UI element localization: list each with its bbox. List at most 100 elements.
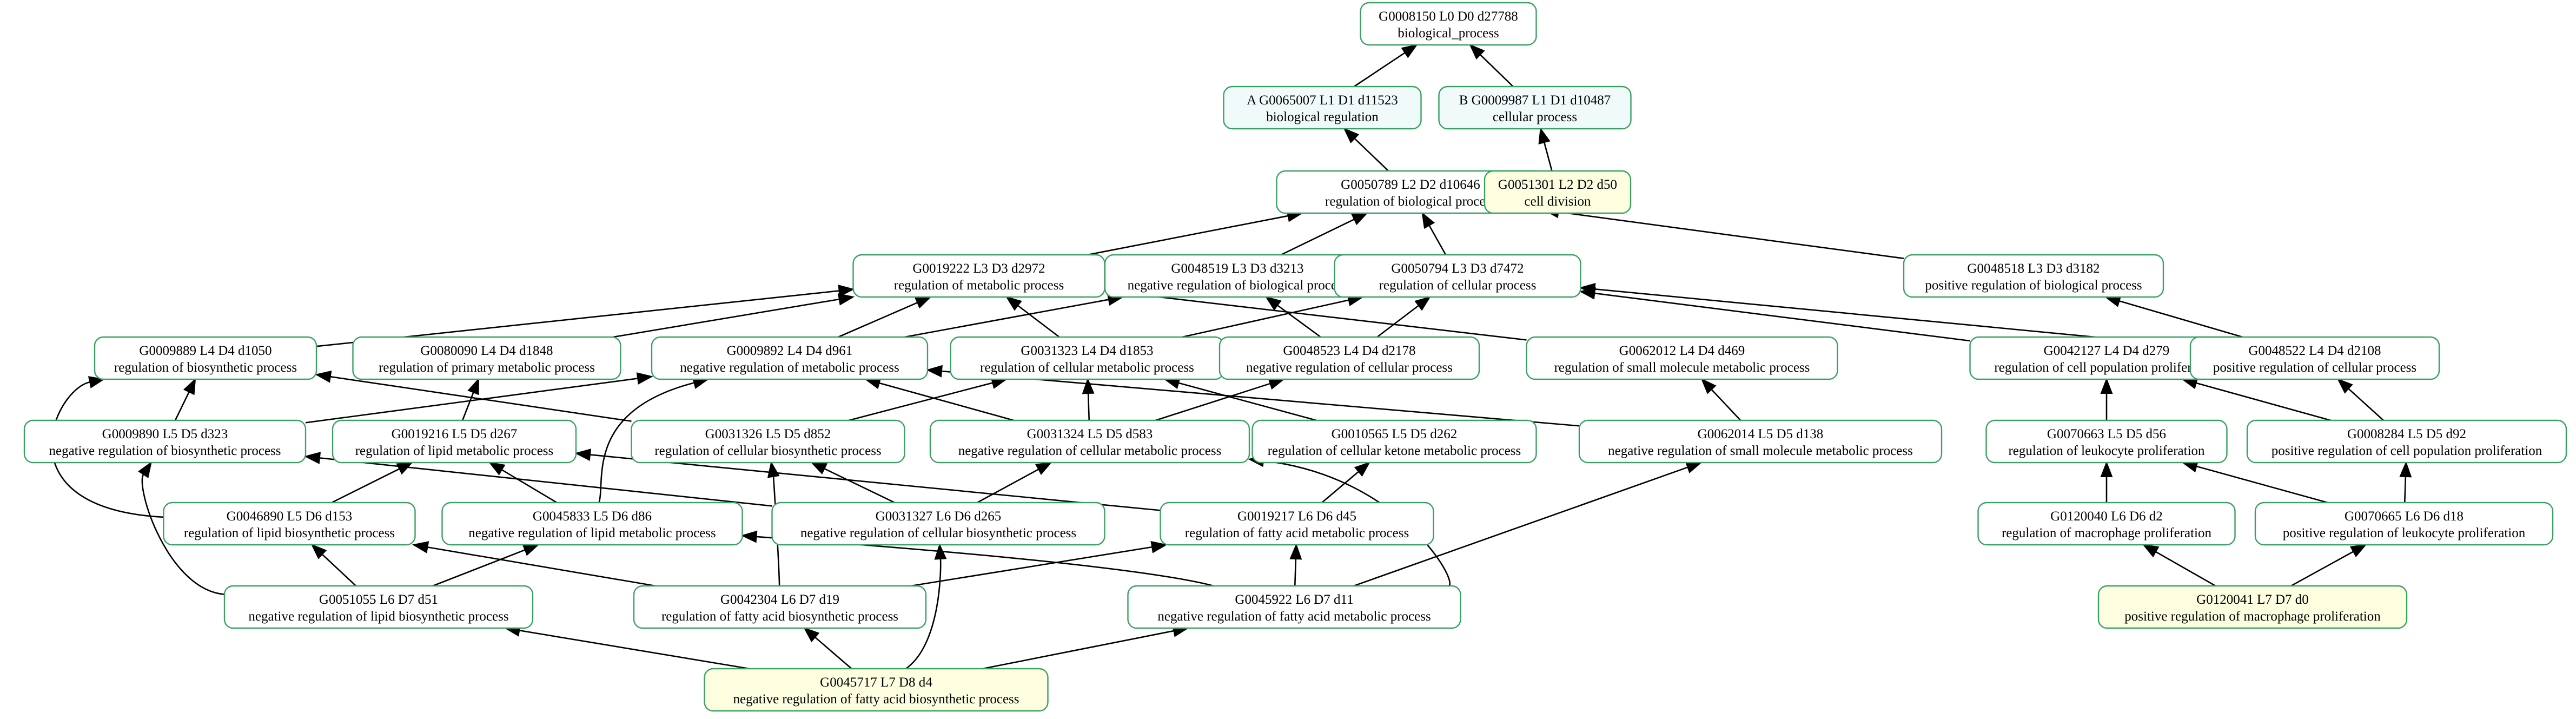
edge-line	[432, 549, 526, 587]
node-box[interactable]	[631, 419, 905, 464]
node-id-label: G0048518 L3 D3 d3182	[1967, 261, 2100, 276]
edge-line	[1277, 305, 1321, 338]
node-box[interactable]	[2254, 502, 2554, 546]
node-id-label: G0009892 L4 D4 d961	[727, 344, 853, 358]
node-id-label: G0048523 L4 D4 d2178	[1283, 344, 1415, 358]
node-box[interactable]	[1985, 419, 2228, 464]
node-box[interactable]	[1160, 502, 1434, 546]
edge-line	[1544, 142, 1553, 171]
node-box[interactable]	[1223, 85, 1422, 130]
node-box[interactable]	[2246, 419, 2567, 464]
node-box[interactable]	[2097, 585, 2408, 629]
node-box[interactable]	[1334, 254, 1581, 298]
node-box[interactable]	[332, 419, 577, 464]
node-box[interactable]	[1526, 336, 1838, 380]
node-box[interactable]	[1360, 2, 1537, 46]
edge-line	[1353, 466, 1688, 587]
edge-n62014-to-n9892	[926, 365, 1580, 427]
node-box[interactable]	[1977, 502, 2236, 546]
edge-n45717-to-n45922	[982, 625, 1189, 670]
node-box[interactable]	[23, 419, 307, 464]
node-box[interactable]	[929, 419, 1250, 464]
node-term-label: regulation of cellular metabolic process	[980, 360, 1194, 375]
node-box[interactable]	[651, 336, 929, 380]
edge-line	[910, 546, 1153, 587]
arrowhead	[467, 378, 479, 395]
arrowhead	[1414, 296, 1431, 311]
arrowhead	[1264, 296, 1282, 311]
node-box[interactable]	[352, 336, 621, 380]
edge-n10565-to-n31323	[1163, 377, 1317, 421]
node-id-label: G0009889 L4 D4 d1050	[139, 344, 271, 358]
node-box[interactable]	[1578, 419, 1943, 464]
edge-line	[598, 382, 694, 503]
edge-line	[330, 375, 632, 422]
edge-n50794-to-n50789	[1421, 212, 1447, 255]
edge-n120041-to-n70665	[2290, 544, 2367, 587]
node-box[interactable]	[94, 336, 317, 380]
edge-n45717-to-n31327	[905, 543, 947, 670]
node-box[interactable]	[633, 585, 927, 629]
edge-n19222-to-n50789	[1087, 209, 1303, 256]
node-box[interactable]	[1219, 336, 1480, 380]
arrowhead	[522, 544, 540, 556]
node-box[interactable]	[1903, 254, 2164, 298]
node-box[interactable]	[1127, 585, 1461, 629]
node-box[interactable]	[704, 668, 1049, 712]
edge-line	[1376, 305, 1419, 338]
arrowhead	[1469, 44, 1485, 60]
node-box[interactable]	[163, 502, 416, 546]
node-term-label: regulation of primary metabolic process	[379, 360, 595, 375]
node-box[interactable]	[771, 502, 1105, 546]
node-box[interactable]	[1484, 170, 1632, 214]
node-term-label: negative regulation of cellular metaboli…	[958, 444, 1222, 458]
node-term-label: regulation of leukocyte proliferation	[2008, 444, 2205, 458]
edge-line	[1321, 471, 1359, 503]
node-box[interactable]	[1251, 419, 1537, 464]
edge-line	[824, 468, 895, 504]
edge-line	[1280, 219, 1355, 256]
node-box[interactable]	[1438, 85, 1632, 130]
node-box[interactable]	[441, 502, 743, 546]
node-box[interactable]	[223, 585, 534, 629]
arrowhead	[1343, 128, 1360, 143]
edge-line	[1155, 382, 1271, 421]
node-box[interactable]	[2189, 336, 2440, 380]
